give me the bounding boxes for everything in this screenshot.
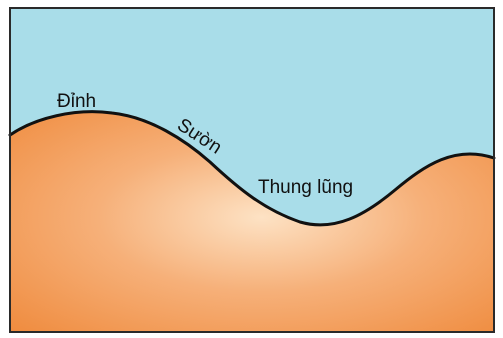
label-valley: Thung lũng [258,177,353,198]
terrain-area [10,111,494,332]
terrain-outline [8,110,496,227]
label-peak: Đỉnh [57,91,96,112]
frame-border [9,7,495,333]
